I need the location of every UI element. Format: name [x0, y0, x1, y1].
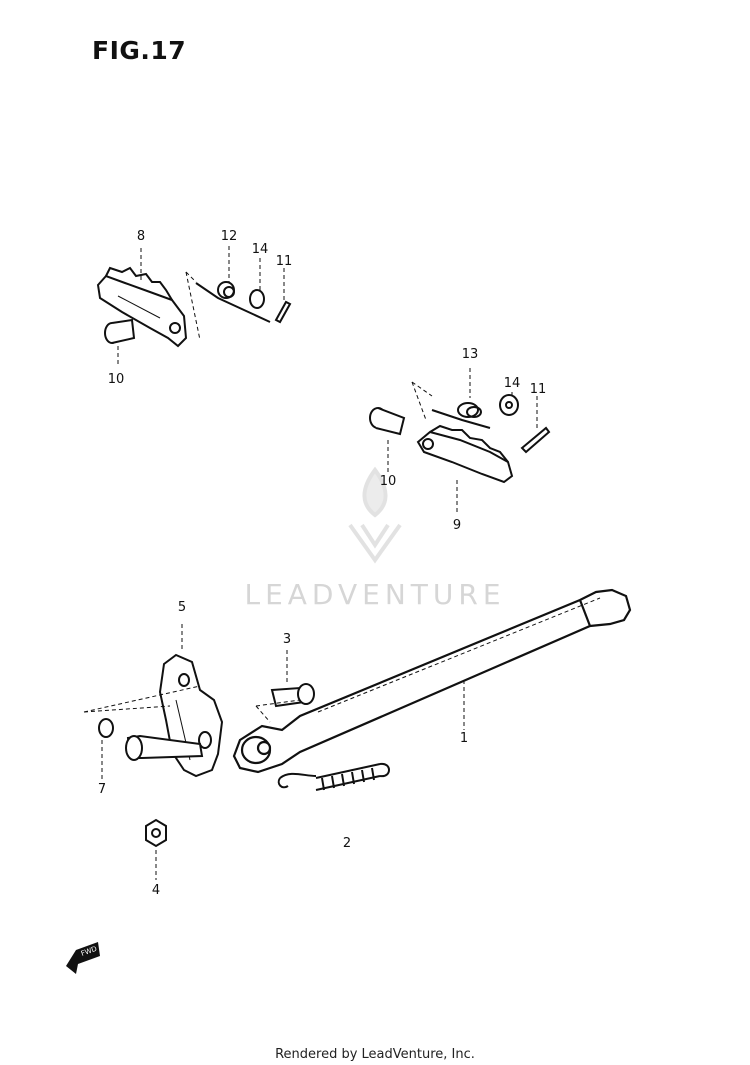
figure-title: FIG.17: [92, 36, 187, 65]
callout-11-right: 11: [529, 382, 547, 397]
return-spring-part: [277, 762, 390, 791]
callout-10-right: 10: [379, 474, 397, 489]
leader-lines-stand: [83, 597, 601, 880]
callout-1: 1: [459, 731, 469, 746]
fwd-arrow-icon: FWD: [66, 942, 100, 974]
callout-2: 2: [342, 836, 352, 851]
cotter-pin-left-part: [274, 300, 292, 324]
callout-9: 9: [452, 518, 462, 533]
callout-10: 10: [107, 372, 125, 387]
washer-left-side-part: [98, 718, 114, 738]
footrest-left-part: [96, 266, 188, 348]
bolt-bracket-part: [125, 734, 204, 761]
watermark-text: LEADVENTURE: [244, 578, 506, 611]
callout-7: 7: [97, 782, 107, 797]
callout-13: 13: [461, 347, 479, 362]
washer-right-part: [499, 394, 519, 416]
leader-lines-right: [387, 368, 538, 514]
leader-lines-left: [117, 246, 285, 366]
nut-part: [145, 818, 167, 848]
spring-left-part: [195, 281, 271, 323]
callout-12: 12: [220, 229, 238, 244]
pin-right-part: [369, 407, 406, 436]
callout-8: 8: [136, 229, 146, 244]
callout-14: 14: [251, 242, 269, 257]
watermark-logo-icon: [348, 466, 402, 564]
footer-credit: Rendered by LeadVenture, Inc.: [275, 1047, 475, 1062]
spring-right-part: [431, 402, 491, 429]
footrest-right-part: [416, 424, 514, 484]
pin-left-part: [104, 318, 136, 344]
cotter-pin-right-part: [520, 426, 551, 454]
callout-3: 3: [282, 632, 292, 647]
callout-11: 11: [275, 254, 293, 269]
callout-5: 5: [177, 600, 187, 615]
side-stand-part: [232, 588, 632, 774]
washer-left-part: [249, 289, 265, 309]
callout-4: 4: [151, 883, 161, 898]
callout-14-right: 14: [503, 376, 521, 391]
